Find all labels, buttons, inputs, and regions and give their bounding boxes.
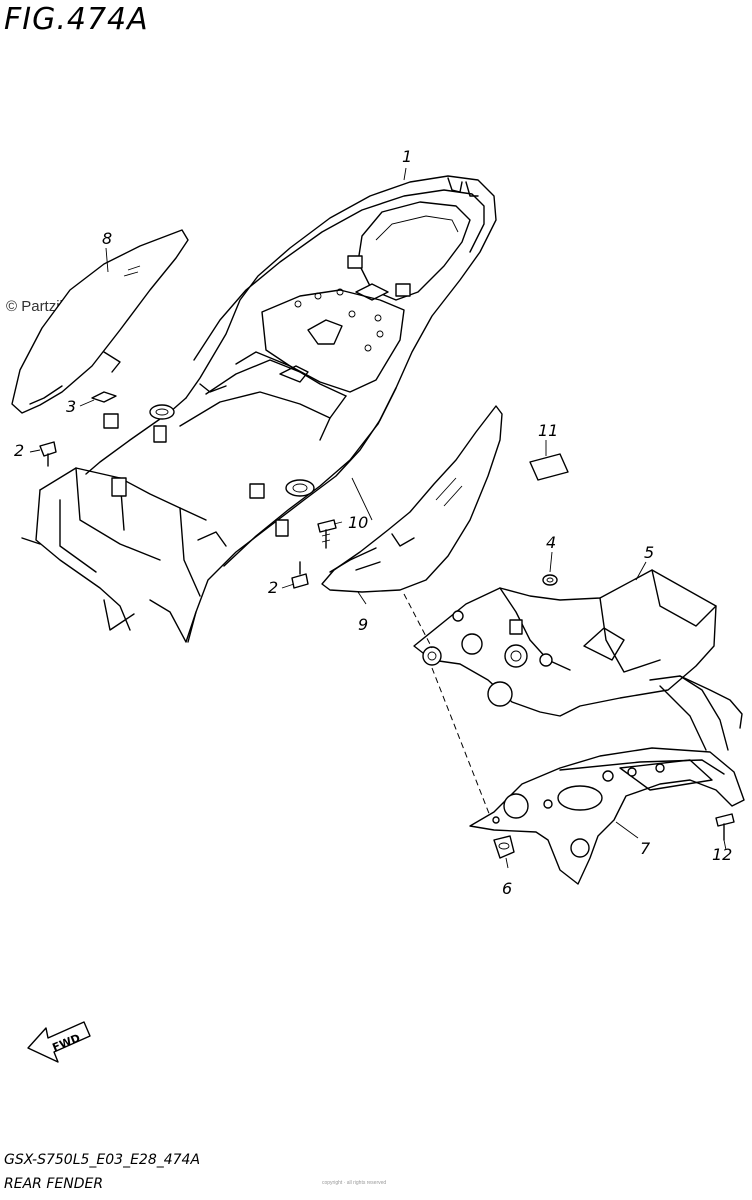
callout-3: 3 (66, 397, 76, 416)
callout-2b: 2 (268, 578, 278, 597)
part-5-fender-bracket[interactable] (413, 569, 743, 751)
part-10-screw[interactable] (317, 519, 337, 549)
callout-11: 11 (538, 421, 558, 440)
callout-labels: 1 2 2 3 4 5 6 7 8 9 10 11 12 (14, 147, 732, 898)
model-code: GSX-S750L5_E03_E28_474A (4, 1152, 201, 1168)
part-9-side-panel[interactable] (321, 405, 503, 593)
part-2-bolt-lower[interactable] (291, 561, 309, 589)
leader-lines (29, 167, 727, 869)
figure-title: FIG.474A (4, 2, 149, 37)
callout-10: 10 (348, 513, 368, 532)
part-2-bolt-upper[interactable] (39, 441, 57, 467)
callout-9: 9 (358, 615, 368, 634)
part-7-license-bracket[interactable] (469, 747, 745, 885)
part-1-rear-fender[interactable] (21, 175, 497, 643)
callout-1: 1 (402, 147, 412, 166)
callout-2a: 2 (14, 441, 24, 460)
part-4-nut[interactable] (542, 574, 558, 586)
part-8-side-cover[interactable] (11, 229, 189, 414)
callout-12: 12 (712, 845, 732, 864)
part-6-grommet[interactable] (493, 835, 515, 859)
callout-4: 4 (546, 533, 556, 552)
part-12-screw[interactable] (715, 813, 735, 841)
part-3-clip[interactable] (91, 391, 117, 403)
callout-7: 7 (640, 839, 651, 858)
callout-5: 5 (644, 543, 654, 562)
callout-6: 6 (502, 879, 512, 898)
fwd-arrow: FWD (27, 1021, 91, 1063)
callout-8: 8 (102, 229, 112, 248)
fineprint: copyright · all rights reserved (322, 1180, 387, 1186)
part-11-pad[interactable] (529, 453, 569, 481)
figure-name: REAR FENDER (4, 1176, 104, 1192)
